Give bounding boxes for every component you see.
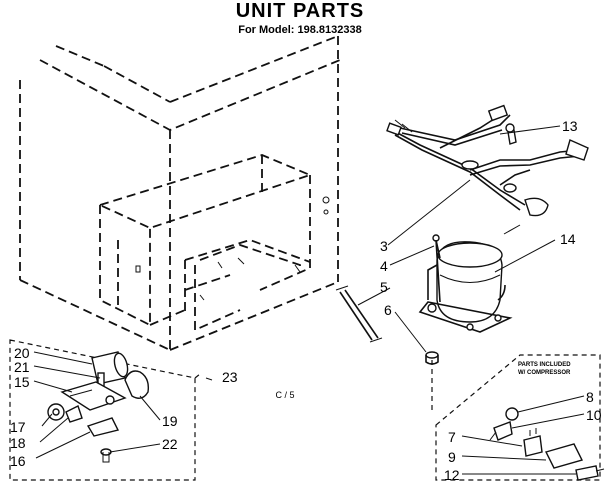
callout-5: 5 (380, 279, 388, 295)
callout-20: 20 (14, 345, 30, 361)
callout-8: 8 (586, 389, 594, 405)
callout-13: 13 (562, 118, 578, 134)
callout-19: 19 (162, 413, 178, 429)
page-title: UNIT PARTS (236, 0, 365, 22)
callout-16: 16 (10, 453, 26, 469)
callout-10: 10 (586, 407, 602, 423)
wiring-harness (386, 104, 589, 217)
callout-7: 7 (448, 429, 456, 445)
callout-6: 6 (384, 302, 392, 318)
page-note: C / 5 (275, 390, 294, 400)
drier (335, 285, 383, 343)
model-subtitle: For Model: 198.8132338 (238, 24, 362, 36)
leader-lines (357, 125, 561, 353)
callout-4: 4 (380, 258, 388, 274)
control-parts-group (9, 339, 201, 481)
box-note-line1: PARTS INCLUDED (518, 362, 571, 368)
callout-23: 23 (222, 369, 238, 385)
callout-22: 22 (162, 436, 178, 452)
compressor (418, 234, 513, 333)
callout-23-tick (205, 377, 213, 381)
callout-18: 18 (10, 435, 26, 451)
tube-line (435, 239, 441, 303)
callout-3: 3 (380, 238, 388, 254)
cabinet-outline (19, 35, 341, 351)
callout-12: 12 (444, 467, 460, 483)
callout-21: 21 (14, 359, 30, 375)
callout-17: 17 (10, 419, 26, 435)
callout-labels: 13 14 3 4 5 6 20 21 15 17 18 16 19 22 23… (10, 118, 602, 483)
callout-9: 9 (448, 449, 456, 465)
compressor-parts-box: PARTS INCLUDED W/ COMPRESSOR (435, 354, 605, 481)
callout-14: 14 (560, 231, 576, 247)
callout-15: 15 (14, 374, 30, 390)
box-note-line2: W/ COMPRESSOR (518, 370, 571, 376)
machine-compartment (97, 154, 330, 332)
